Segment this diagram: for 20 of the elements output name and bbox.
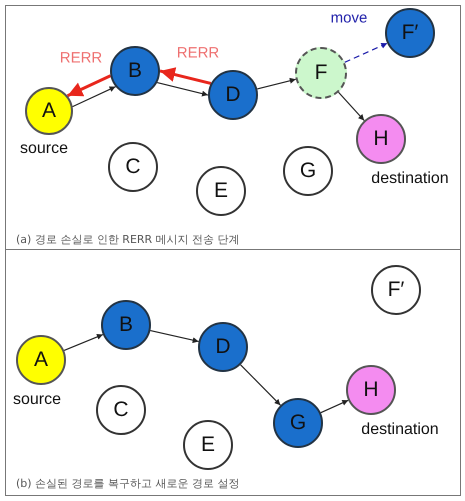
arrow	[240, 364, 281, 406]
node-caption: source	[12, 392, 62, 408]
edge-label: RERR	[58, 50, 104, 66]
arrow	[157, 82, 208, 97]
arrow	[150, 330, 199, 344]
arrow	[320, 400, 348, 414]
panel-caption: (b) 손실된 경로를 복구하고 새로운 경로 설정	[16, 478, 240, 489]
arrow	[72, 86, 116, 108]
arrow	[66, 74, 112, 98]
dashed-arrow	[344, 42, 388, 63]
node-caption: destination	[371, 171, 449, 187]
arrow	[257, 78, 296, 90]
arrow	[338, 92, 365, 121]
panel	[5, 5, 461, 250]
node-caption: source	[20, 141, 68, 157]
node-caption: destination	[361, 422, 439, 438]
edge-label: RERR	[174, 46, 222, 60]
panel-caption: (a) 경로 손실로 인한 RERR 메시지 전송 단계	[16, 234, 240, 245]
arrow	[160, 67, 212, 85]
panel	[5, 250, 461, 496]
